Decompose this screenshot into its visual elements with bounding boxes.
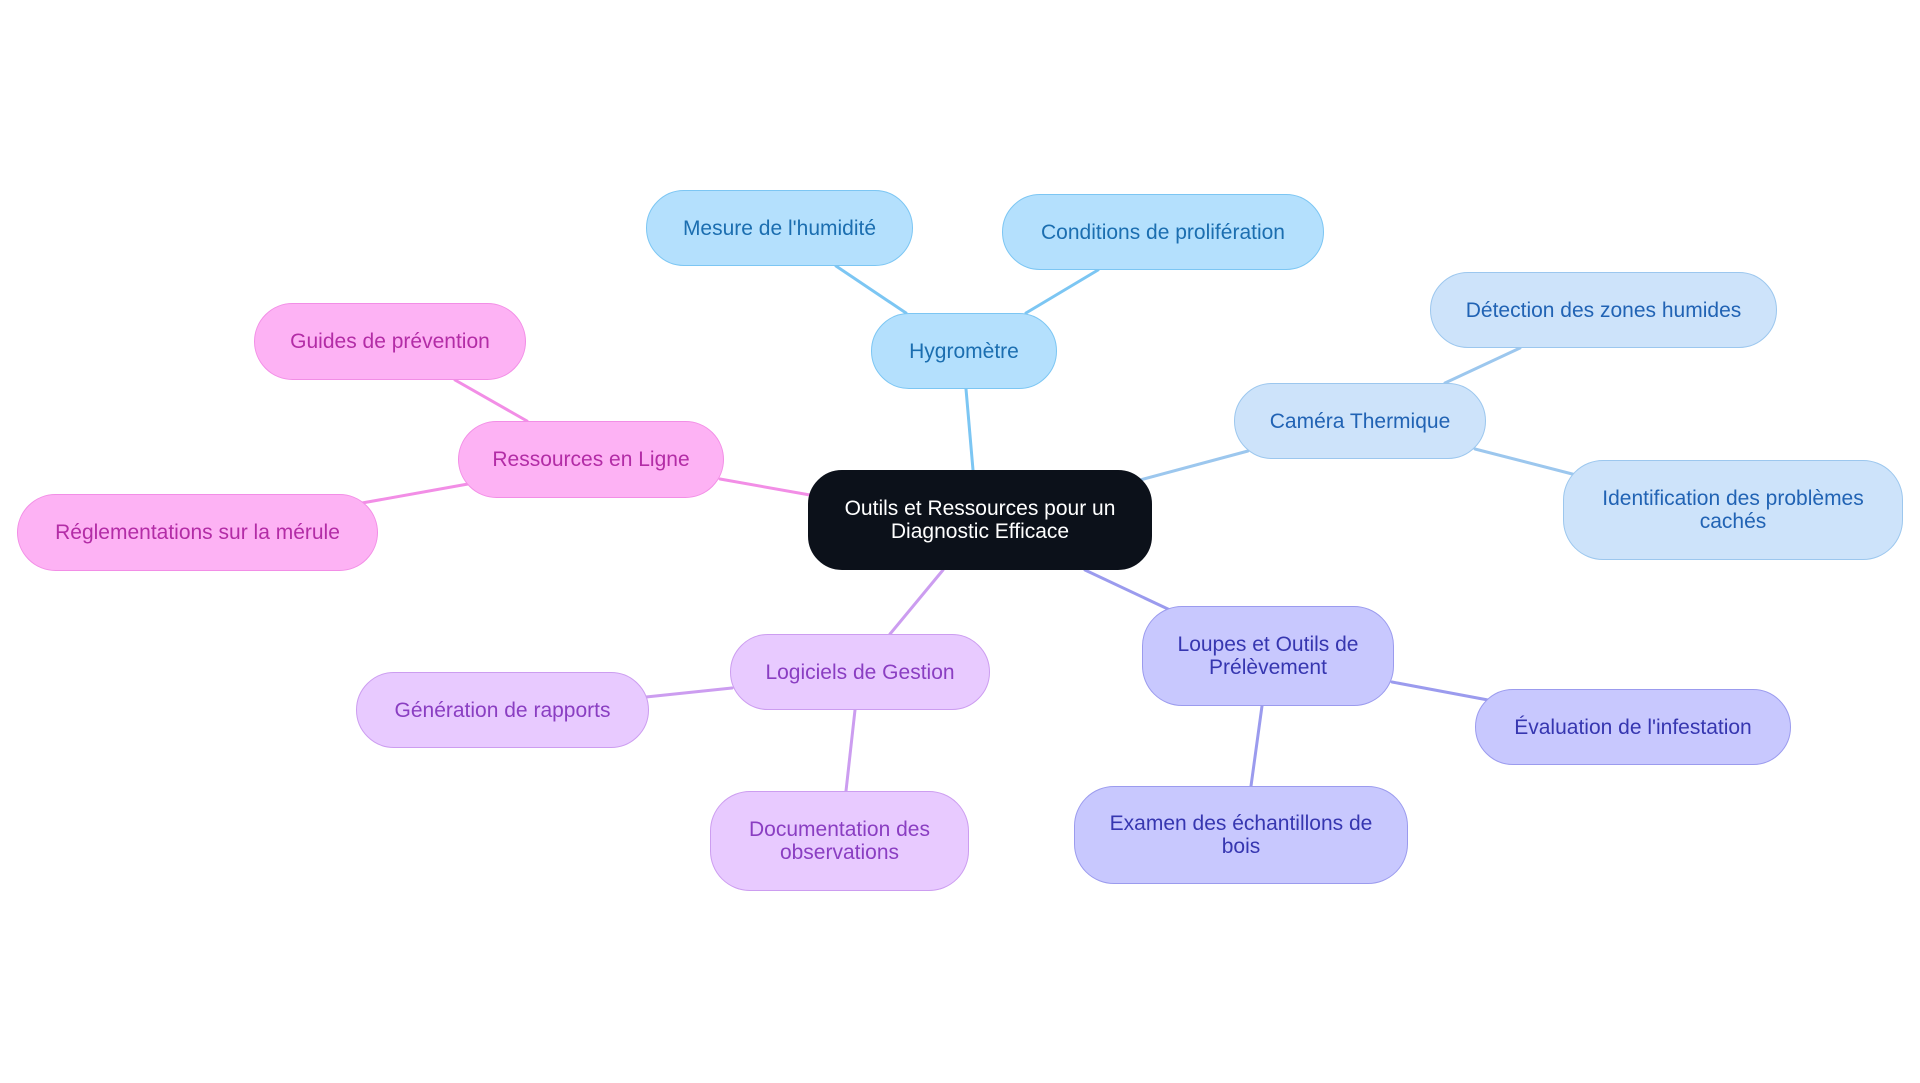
connector-root-logiciels — [888, 568, 945, 636]
connector-root-camera — [1138, 449, 1250, 482]
branch-node-hygrometre-label: Hygromètre — [909, 339, 1019, 363]
connector-root-hygrometre — [964, 387, 975, 472]
leaf-node-examen-echantillons: Examen des échantillons de bois — [1074, 786, 1408, 884]
leaf-node-guides-prevention: Guides de prévention — [254, 303, 526, 380]
leaf-node-detection-zones-humides-label: Détection des zones humides — [1465, 298, 1742, 322]
connector-hygrometre-conditions — [1024, 268, 1100, 315]
root-node-label: Outils et Ressources pour un Diagnostic … — [844, 497, 1116, 543]
branch-node-loupes-outils: Loupes et Outils de Prélèvement — [1142, 606, 1394, 706]
branch-node-logiciels-gestion: Logiciels de Gestion — [730, 634, 990, 710]
branch-node-ressources-en-ligne: Ressources en Ligne — [458, 421, 724, 498]
leaf-node-conditions-proliferation-label: Conditions de prolifération — [1041, 220, 1285, 244]
connector-ressources-guides — [453, 378, 529, 423]
leaf-node-reglementations-merule-label: Réglementations sur la mérule — [55, 521, 340, 544]
branch-node-ressources-en-ligne-label: Ressources en Ligne — [492, 448, 690, 471]
connector-camera-detection — [1443, 346, 1522, 385]
branch-node-hygrometre: Hygromètre — [871, 313, 1057, 389]
connector-root-loupes — [1083, 568, 1172, 612]
branch-node-loupes-outils-label: Loupes et Outils de Prélèvement — [1177, 633, 1359, 679]
connector-ressources-reglementations — [360, 482, 470, 505]
connector-root-ressources — [718, 477, 812, 497]
leaf-node-mesure-humidite-label: Mesure de l'humidité — [682, 216, 877, 240]
leaf-node-identification-problemes: Identification des problèmes cachés — [1563, 460, 1903, 560]
connector-hygrometre-mesure — [834, 264, 908, 315]
connector-camera-identification — [1473, 447, 1582, 478]
root-node: Outils et Ressources pour un Diagnostic … — [808, 470, 1152, 570]
leaf-node-documentation-observations: Documentation des observations — [710, 791, 969, 891]
branch-node-camera-thermique-label: Caméra Thermique — [1269, 409, 1451, 433]
leaf-node-evaluation-infestation: Évaluation de l'infestation — [1475, 689, 1791, 765]
leaf-node-examen-echantillons-label: Examen des échantillons de bois — [1109, 812, 1373, 858]
leaf-node-detection-zones-humides: Détection des zones humides — [1430, 272, 1777, 348]
connector-loupes-examen — [1249, 704, 1264, 788]
branch-node-logiciels-gestion-label: Logiciels de Gestion — [765, 660, 955, 684]
leaf-node-conditions-proliferation: Conditions de prolifération — [1002, 194, 1324, 270]
leaf-node-identification-problemes-label: Identification des problèmes cachés — [1602, 487, 1864, 533]
leaf-node-evaluation-infestation-label: Évaluation de l'infestation — [1514, 715, 1752, 739]
connector-logiciels-documentation — [844, 708, 857, 793]
leaf-node-generation-rapports-label: Génération de rapports — [394, 698, 611, 722]
connector-logiciels-generation — [644, 686, 734, 699]
leaf-node-reglementations-merule: Réglementations sur la mérule — [17, 494, 378, 571]
connector-loupes-evaluation — [1390, 680, 1490, 702]
branch-node-camera-thermique: Caméra Thermique — [1234, 383, 1486, 459]
leaf-node-guides-prevention-label: Guides de prévention — [290, 330, 490, 353]
leaf-node-mesure-humidite: Mesure de l'humidité — [646, 190, 913, 266]
leaf-node-documentation-observations-label: Documentation des observations — [749, 818, 930, 864]
leaf-node-generation-rapports: Génération de rapports — [356, 672, 649, 748]
